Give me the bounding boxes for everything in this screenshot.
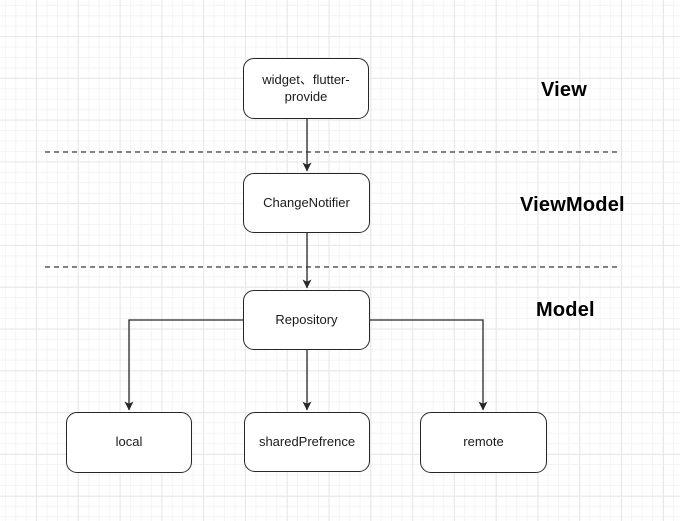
edge-repository-to-local — [124, 319, 243, 411]
node-repository[interactable]: Repository — [243, 290, 370, 350]
layer-label-view: View — [541, 79, 588, 101]
node-view-widget-label: widget、flutter- provide — [262, 72, 350, 104]
layer-label-viewmodel: ViewModel — [520, 194, 625, 216]
node-local-label: local — [115, 434, 143, 450]
node-remote-label: remote — [463, 434, 504, 450]
layer-label-model: Model — [536, 299, 595, 321]
node-local[interactable]: local — [66, 412, 192, 473]
node-changenotifier-label: ChangeNotifier — [263, 194, 350, 210]
node-remote[interactable]: remote — [420, 412, 547, 473]
node-repository-label: Repository — [275, 311, 338, 327]
node-sharedprefrence[interactable]: sharedPrefrence — [244, 412, 370, 472]
node-changenotifier[interactable]: ChangeNotifier — [243, 173, 370, 233]
edge-repository-to-remote — [370, 319, 488, 411]
node-view-widget[interactable]: widget、flutter- provide — [243, 58, 369, 119]
node-sharedprefrence-label: sharedPrefrence — [258, 433, 356, 449]
